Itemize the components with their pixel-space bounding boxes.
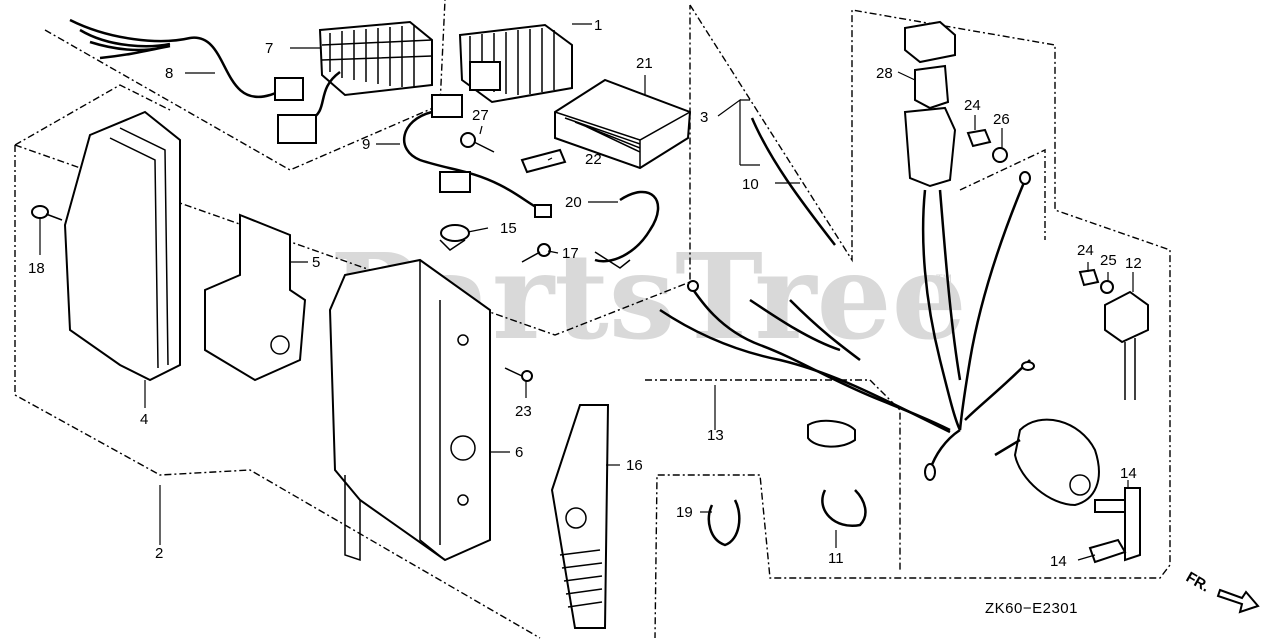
washer-26 xyxy=(992,147,1008,163)
callout-22: 22 xyxy=(585,151,602,168)
callout-17: 17 xyxy=(562,245,579,262)
callout-20: 20 xyxy=(565,194,582,211)
outline-top-left xyxy=(44,0,446,171)
clamp-22 xyxy=(520,148,567,174)
cable-10 xyxy=(750,117,836,246)
unit-21 xyxy=(554,78,692,170)
plate-16 xyxy=(550,404,610,629)
regulator-7 xyxy=(318,20,433,97)
band-20 xyxy=(594,190,660,269)
callout-8: 8 xyxy=(165,65,173,82)
sub-harness-9 xyxy=(402,94,552,218)
callout-23: 23 xyxy=(515,403,532,420)
diagram-code: ZK60−E2301 xyxy=(985,600,1078,617)
bolt-27 xyxy=(460,132,495,153)
callout-11: 11 xyxy=(828,550,844,567)
callout-27: 27 xyxy=(472,107,489,124)
callout-6: 6 xyxy=(515,444,523,461)
unit-12 xyxy=(1104,290,1149,400)
callout-4: 4 xyxy=(140,411,148,428)
outline-left-assembly xyxy=(14,145,541,639)
callout-25: 25 xyxy=(1100,252,1117,269)
callout-14b: 14 xyxy=(1050,553,1067,570)
clamp-19 xyxy=(707,499,741,547)
nut-24 xyxy=(966,128,992,148)
direction-arrow-icon xyxy=(1216,588,1260,614)
callout-14a: 14 xyxy=(1120,465,1137,482)
callout-13: 13 xyxy=(707,427,724,444)
harness-13 xyxy=(659,171,1035,481)
outline-fuse-box xyxy=(959,148,1046,240)
outline-right-assembly xyxy=(654,4,1171,639)
callout-21: 21 xyxy=(636,55,653,72)
callout-16: 16 xyxy=(626,457,643,474)
fuse-holder-28 xyxy=(903,20,957,188)
callout-7: 7 xyxy=(265,40,273,57)
regulator-1 xyxy=(458,23,573,104)
screw-23 xyxy=(504,367,533,382)
direction-label: FR. xyxy=(1183,569,1212,596)
leader-lines xyxy=(39,23,1134,561)
callout-18: 18 xyxy=(28,260,45,277)
cover-4 xyxy=(63,110,181,382)
screw-17 xyxy=(521,243,551,263)
outline-left-top xyxy=(14,84,171,146)
bracket-5 xyxy=(204,213,307,382)
callout-3: 3 xyxy=(700,109,708,126)
wire-harness-8 xyxy=(69,18,341,144)
nut-24b xyxy=(1078,268,1100,287)
callout-12: 12 xyxy=(1125,255,1142,272)
washer-25 xyxy=(1100,280,1114,294)
grommet xyxy=(807,419,856,448)
callout-28: 28 xyxy=(876,65,893,82)
callout-24a: 24 xyxy=(964,97,981,114)
callout-10: 10 xyxy=(742,176,759,193)
callout-9: 9 xyxy=(362,136,370,153)
callout-15: 15 xyxy=(500,220,517,237)
outline-harness xyxy=(645,379,901,570)
callout-1: 1 xyxy=(594,17,602,34)
key-14 xyxy=(1088,487,1141,564)
callout-24b: 24 xyxy=(1077,242,1094,259)
callout-5: 5 xyxy=(312,254,320,271)
callout-19: 19 xyxy=(676,504,693,521)
screw-18 xyxy=(31,205,63,221)
switch-14 xyxy=(994,418,1100,507)
callouts: 1 2 3 4 5 6 7 8 9 10 11 12 13 14 14 15 1… xyxy=(28,17,1142,570)
callout-2: 2 xyxy=(155,545,163,562)
panel-6 xyxy=(328,258,491,562)
callout-26: 26 xyxy=(993,111,1010,128)
watermark-trademark: TM xyxy=(936,273,952,285)
clip-15 xyxy=(439,224,470,251)
clamp-11 xyxy=(821,489,867,528)
